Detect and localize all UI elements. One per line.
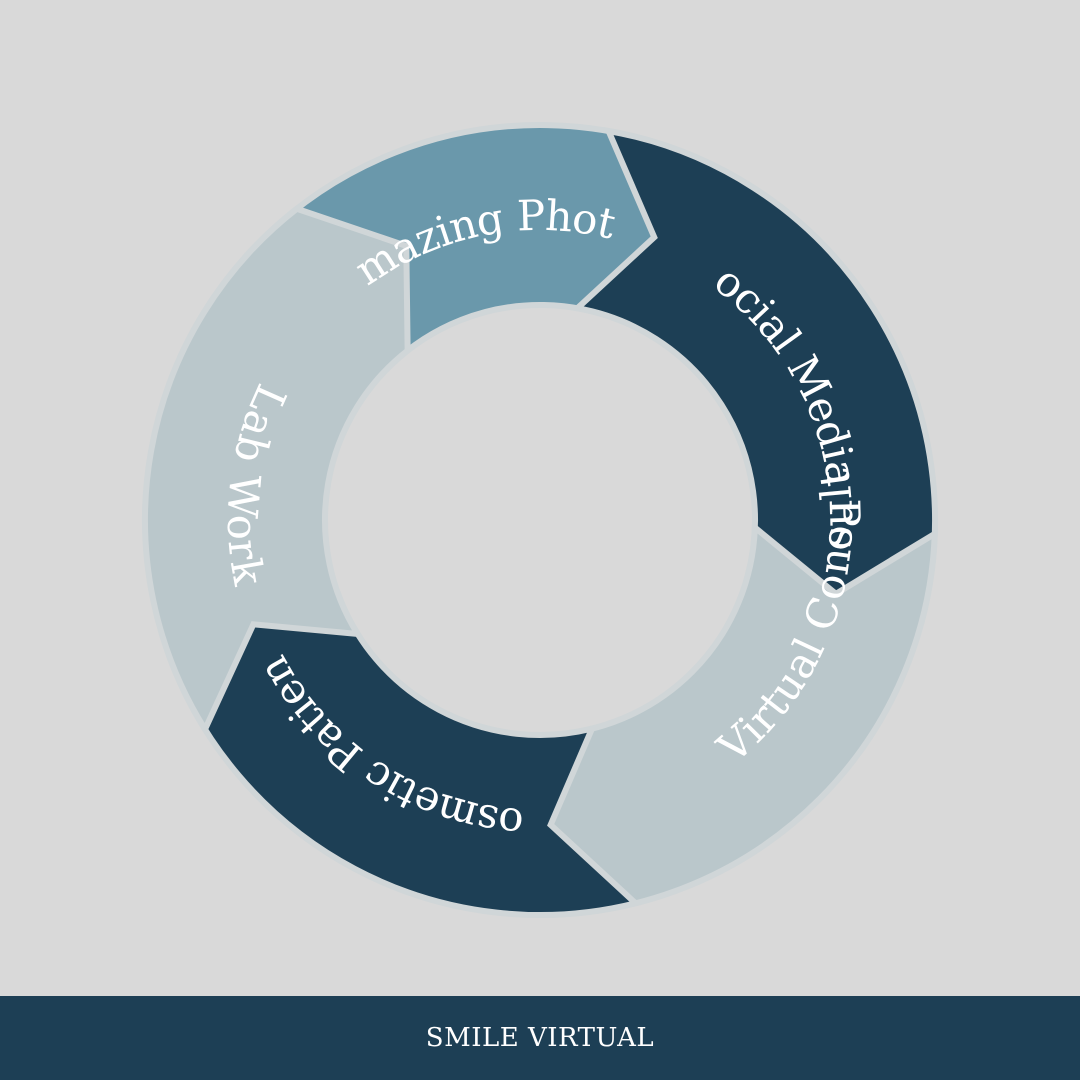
cycle-diagram: Amazing PhotosSocial Media PostVirtual C… [0, 0, 935, 915]
footer-bar: SMILE VIRTUAL [0, 996, 1080, 1080]
cycle-segment [142, 205, 411, 736]
brand-name: SMILE VIRTUAL [425, 1023, 655, 1053]
